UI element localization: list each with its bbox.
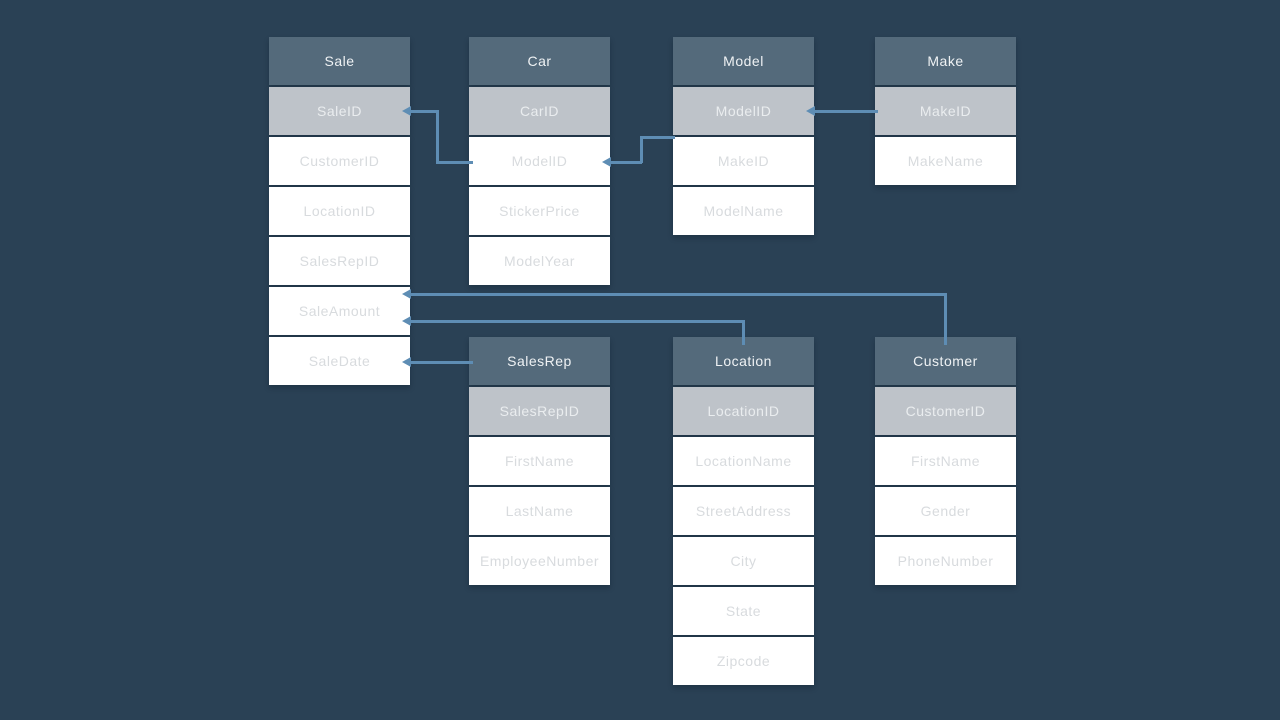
- table-salesrep-field-employeenumber: EmployeeNumber: [469, 537, 610, 585]
- table-customer-keyfield-customerid: CustomerID: [875, 387, 1016, 435]
- table-car-field-modelid: ModelID: [469, 137, 610, 185]
- connector-segment: [436, 110, 439, 163]
- arrowhead-icon: [402, 357, 411, 367]
- table-location-field-city: City: [673, 537, 814, 585]
- table-salesrep-field-lastname: LastName: [469, 487, 610, 535]
- table-location-keyfield-locationid: LocationID: [673, 387, 814, 435]
- arrowhead-icon: [402, 106, 411, 116]
- connector-segment: [640, 136, 643, 163]
- connector-segment: [609, 161, 642, 164]
- table-car-field-modelyear: ModelYear: [469, 237, 610, 285]
- table-car-field-stickerprice: StickerPrice: [469, 187, 610, 235]
- table-location-field-streetaddress: StreetAddress: [673, 487, 814, 535]
- table-salesrep-title: SalesRep: [469, 337, 610, 385]
- table-model-field-modelname: ModelName: [673, 187, 814, 235]
- arrowhead-icon: [806, 106, 815, 116]
- table-car-title: Car: [469, 37, 610, 85]
- table-sale-field-salesrepid: SalesRepID: [269, 237, 410, 285]
- table-customer-title: Customer: [875, 337, 1016, 385]
- table-location-title: Location: [673, 337, 814, 385]
- connector-segment: [409, 293, 946, 296]
- table-model-field-makeid: MakeID: [673, 137, 814, 185]
- connector-segment: [409, 361, 473, 364]
- table-location-field-state: State: [673, 587, 814, 635]
- connector-segment: [409, 320, 744, 323]
- table-sale-title: Sale: [269, 37, 410, 85]
- connector-segment: [944, 293, 947, 345]
- arrowhead-icon: [602, 157, 611, 167]
- table-model-title: Model: [673, 37, 814, 85]
- table-sale-keyfield-saleid: SaleID: [269, 87, 410, 135]
- table-customer-field-phonenumber: PhoneNumber: [875, 537, 1016, 585]
- table-model-keyfield-modelid: ModelID: [673, 87, 814, 135]
- table-location-field-zipcode: Zipcode: [673, 637, 814, 685]
- arrowhead-icon: [402, 289, 411, 299]
- table-sale-field-locationid: LocationID: [269, 187, 410, 235]
- arrowhead-icon: [402, 316, 411, 326]
- table-customer-field-gender: Gender: [875, 487, 1016, 535]
- table-sale-field-customerid: CustomerID: [269, 137, 410, 185]
- connector-segment: [640, 136, 675, 139]
- table-sale-field-saledate: SaleDate: [269, 337, 410, 385]
- table-customer-field-firstname: FirstName: [875, 437, 1016, 485]
- connector-segment: [436, 161, 473, 164]
- table-make-title: Make: [875, 37, 1016, 85]
- table-make-field-makename: MakeName: [875, 137, 1016, 185]
- connector-segment: [742, 320, 745, 345]
- table-car-keyfield-carid: CarID: [469, 87, 610, 135]
- table-sale-field-saleamount: SaleAmount: [269, 287, 410, 335]
- table-salesrep-field-firstname: FirstName: [469, 437, 610, 485]
- table-make-keyfield-makeid: MakeID: [875, 87, 1016, 135]
- connector-segment: [409, 110, 438, 113]
- connector-segment: [813, 110, 878, 113]
- table-salesrep-keyfield-salesrepid: SalesRepID: [469, 387, 610, 435]
- table-location-field-locationname: LocationName: [673, 437, 814, 485]
